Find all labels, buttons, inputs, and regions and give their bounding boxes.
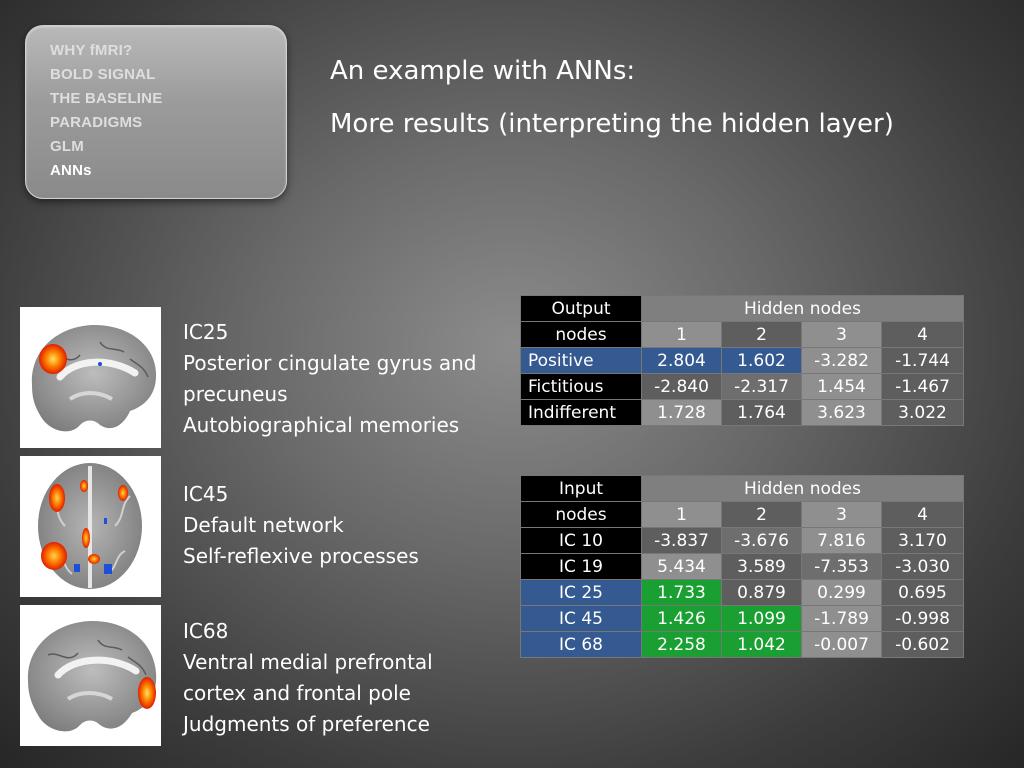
- table-row: Indifferent 1.728 1.764 3.623 3.022: [520, 399, 964, 426]
- table-corner-label: nodes: [520, 501, 642, 528]
- brain-image-ic68: [20, 605, 161, 746]
- component-line: Ventral medial prefrontal: [183, 650, 433, 674]
- table-cell: 1.728: [641, 399, 722, 426]
- table-cell: -1.467: [881, 373, 964, 400]
- table-cell: 7.816: [801, 527, 882, 554]
- table-cell: 1.426: [641, 605, 722, 632]
- table-row: IC 10 -3.837 -3.676 7.816 3.170: [520, 527, 964, 554]
- row-label: IC 45: [520, 605, 642, 632]
- table-group-header: Hidden nodes: [641, 475, 964, 502]
- slide-title: An example with ANNs:: [330, 56, 636, 86]
- input-weights-table: Input Hidden nodes nodes 1 2 3 4 IC 10 -…: [520, 475, 964, 658]
- table-corner-label: Output: [520, 295, 642, 322]
- table-cell: 1.454: [801, 373, 882, 400]
- component-id: IC25: [183, 320, 229, 344]
- column-header: 2: [721, 321, 802, 348]
- table-cell: -7.353: [801, 553, 882, 580]
- nav-item-baseline[interactable]: THE BASELINE: [50, 90, 163, 107]
- table-cell: 3.589: [721, 553, 802, 580]
- row-label: IC 68: [520, 631, 642, 658]
- table-row: IC 19 5.434 3.589 -7.353 -3.030: [520, 553, 964, 580]
- component-line: cortex and frontal pole: [183, 681, 411, 705]
- row-label: Indifferent: [520, 399, 642, 426]
- table-row: IC 25 1.733 0.879 0.299 0.695: [520, 579, 964, 606]
- nav-item-bold-signal[interactable]: BOLD SIGNAL: [50, 66, 156, 83]
- column-header: 2: [721, 501, 802, 528]
- component-line: Posterior cingulate gyrus and: [183, 351, 477, 375]
- table-row: IC 45 1.426 1.099 -1.789 -0.998: [520, 605, 964, 632]
- table-cell: -0.998: [881, 605, 964, 632]
- column-header: 4: [881, 321, 964, 348]
- table-cell: 0.299: [801, 579, 882, 606]
- row-label: Positive: [520, 347, 642, 374]
- table-corner-label: nodes: [520, 321, 642, 348]
- table-cell: -3.282: [801, 347, 882, 374]
- nav-item-paradigms[interactable]: PARADIGMS: [50, 114, 143, 131]
- table-cell: 1.099: [721, 605, 802, 632]
- table-cell: -0.602: [881, 631, 964, 658]
- nav-item-glm[interactable]: GLM: [50, 138, 84, 155]
- table-cell: 1.764: [721, 399, 802, 426]
- table-cell: 1.733: [641, 579, 722, 606]
- row-label: IC 25: [520, 579, 642, 606]
- column-header: 1: [641, 501, 722, 528]
- table-cell: 2.804: [641, 347, 722, 374]
- section-nav-list: WHY fMRI? BOLD SIGNAL THE BASELINE PARAD…: [50, 39, 162, 183]
- slide-subtitle: More results (interpreting the hidden la…: [330, 109, 894, 139]
- table-cell: -0.007: [801, 631, 882, 658]
- table-cell: 2.258: [641, 631, 722, 658]
- component-description-ic68: IC68 Ventral medial prefrontal cortex an…: [183, 616, 433, 740]
- component-line: Autobiographical memories: [183, 413, 460, 437]
- table-cell: -3.676: [721, 527, 802, 554]
- table-cell: 1.042: [721, 631, 802, 658]
- brain-image-ic45: [20, 456, 161, 597]
- component-id: IC68: [183, 619, 229, 643]
- table-cell: 3.022: [881, 399, 964, 426]
- column-header: 3: [801, 321, 882, 348]
- row-label: Fictitious: [520, 373, 642, 400]
- table-row: Fictitious -2.840 -2.317 1.454 -1.467: [520, 373, 964, 400]
- table-cell: -1.744: [881, 347, 964, 374]
- component-id: IC45: [183, 482, 229, 506]
- table-cell: 0.879: [721, 579, 802, 606]
- table-cell: -3.030: [881, 553, 964, 580]
- table-cell: 3.623: [801, 399, 882, 426]
- table-cell: 3.170: [881, 527, 964, 554]
- table-cell: -2.317: [721, 373, 802, 400]
- table-cell: 0.695: [881, 579, 964, 606]
- brain-image-ic25: [20, 307, 161, 448]
- table-row: IC 68 2.258 1.042 -0.007 -0.602: [520, 631, 964, 658]
- component-description-ic25: IC25 Posterior cingulate gyrus and precu…: [183, 317, 477, 441]
- component-line: Self-reflexive processes: [183, 544, 419, 568]
- table-corner-label: Input: [520, 475, 642, 502]
- table-cell: 1.602: [721, 347, 802, 374]
- section-nav-panel: WHY fMRI? BOLD SIGNAL THE BASELINE PARAD…: [25, 25, 287, 199]
- row-label: IC 10: [520, 527, 642, 554]
- table-cell: 5.434: [641, 553, 722, 580]
- column-header: 4: [881, 501, 964, 528]
- component-description-ic45: IC45 Default network Self-reflexive proc…: [183, 479, 419, 572]
- table-cell: -1.789: [801, 605, 882, 632]
- table-group-header: Hidden nodes: [641, 295, 964, 322]
- column-header: 3: [801, 501, 882, 528]
- output-weights-table: Output Hidden nodes nodes 1 2 3 4 Positi…: [520, 295, 964, 426]
- table-cell: -2.840: [641, 373, 722, 400]
- component-line: Judgments of preference: [183, 712, 430, 736]
- table-row: Positive 2.804 1.602 -3.282 -1.744: [520, 347, 964, 374]
- component-line: Default network: [183, 513, 344, 537]
- column-header: 1: [641, 321, 722, 348]
- table-cell: -3.837: [641, 527, 722, 554]
- nav-item-why-fmri[interactable]: WHY fMRI?: [50, 42, 133, 59]
- row-label: IC 19: [520, 553, 642, 580]
- component-line: precuneus: [183, 382, 288, 406]
- nav-item-anns[interactable]: ANNs: [50, 162, 92, 179]
